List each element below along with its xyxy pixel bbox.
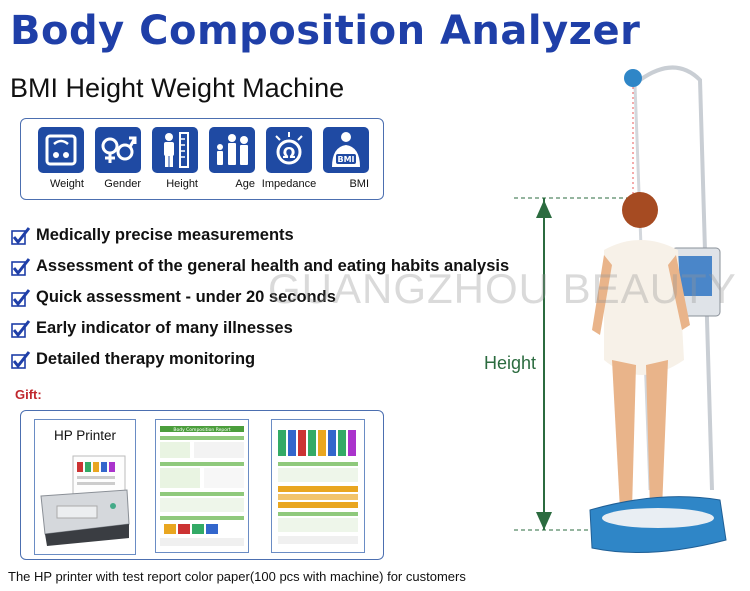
gift-caption: The HP printer with test report color pa…: [8, 569, 466, 584]
report-sample-card: [271, 419, 365, 553]
watermark: GUANGZHOU BEAUTY LIFE: [268, 265, 750, 312]
icon-label-impedance: Impedance: [261, 178, 317, 190]
weight-scale-icon: [38, 127, 84, 173]
icon-label-height: Height: [166, 178, 198, 190]
icon-item-bmi: BMI BMI: [323, 127, 369, 192]
feature-text: Quick assessment - under 20 seconds: [36, 288, 336, 306]
icon-label-age: Age: [235, 178, 255, 190]
report-title: Body Composition Report: [173, 427, 230, 433]
svg-text:Ω: Ω: [283, 144, 296, 162]
page-subtitle: BMI Height Weight Machine: [10, 73, 345, 103]
icon-label-bmi: BMI: [349, 178, 369, 190]
icon-label-weight: Weight: [49, 178, 84, 190]
checkmark-icon: [11, 288, 31, 307]
family-age-icon: [209, 127, 255, 173]
list-item: Assessment of the general health and eat…: [10, 251, 509, 282]
list-item: Detailed therapy monitoring: [10, 344, 509, 375]
svg-text:BMI: BMI: [337, 155, 354, 164]
icon-item-age: Age: [209, 127, 255, 192]
height-label: Height: [484, 353, 537, 373]
feature-text: Early indicator of many illnesses: [36, 319, 293, 337]
feature-text: Assessment of the general health and eat…: [36, 257, 510, 275]
analyzer-machine-illustration: [514, 65, 727, 553]
report-sample-image: Body Composition Report: [160, 426, 244, 546]
page-title: Body Composition Analyzer: [10, 8, 641, 54]
icon-label-gender: Gender: [104, 178, 141, 190]
bmi-person-icon: BMI: [323, 127, 369, 173]
list-item: Quick assessment - under 20 seconds: [10, 282, 509, 313]
gender-icon: [95, 127, 141, 173]
gift-panel: HP Printer Body Composition Report: [20, 410, 384, 560]
feature-text: Medically precise measurements: [36, 226, 294, 244]
printer-label: HP Printer: [53, 428, 117, 443]
printer-card: HP Printer: [34, 419, 136, 555]
list-item: Medically precise measurements: [10, 220, 509, 251]
gift-heading: Gift:: [15, 387, 42, 402]
impedance-icon: Ω: [266, 127, 312, 173]
height-arrow-down-icon: [536, 512, 552, 530]
icon-item-weight: Weight: [38, 127, 84, 192]
icon-item-height: Height: [152, 127, 198, 192]
checkmark-icon: [11, 350, 31, 369]
icon-item-impedance: Ω Impedance: [262, 127, 316, 192]
checkmark-icon: [11, 319, 31, 338]
list-item: Early indicator of many illnesses: [10, 313, 509, 344]
checkmark-icon: [11, 226, 31, 245]
checkmark-icon: [11, 257, 31, 276]
report-sample-image: [278, 430, 358, 544]
sensor-head-icon: [624, 69, 642, 87]
height-arrow-up-icon: [536, 200, 552, 218]
report-sample-card: Body Composition Report: [155, 419, 249, 553]
icon-item-gender: Gender: [95, 127, 141, 192]
feature-list: Medically precise measurements Assessmen…: [10, 220, 509, 375]
feature-icon-panel: Weight Gender Height Age Ω Impedance BMI…: [20, 118, 384, 200]
printer-image: [40, 455, 130, 546]
feature-text: Detailed therapy monitoring: [36, 350, 256, 368]
height-ruler-icon: [152, 127, 198, 173]
